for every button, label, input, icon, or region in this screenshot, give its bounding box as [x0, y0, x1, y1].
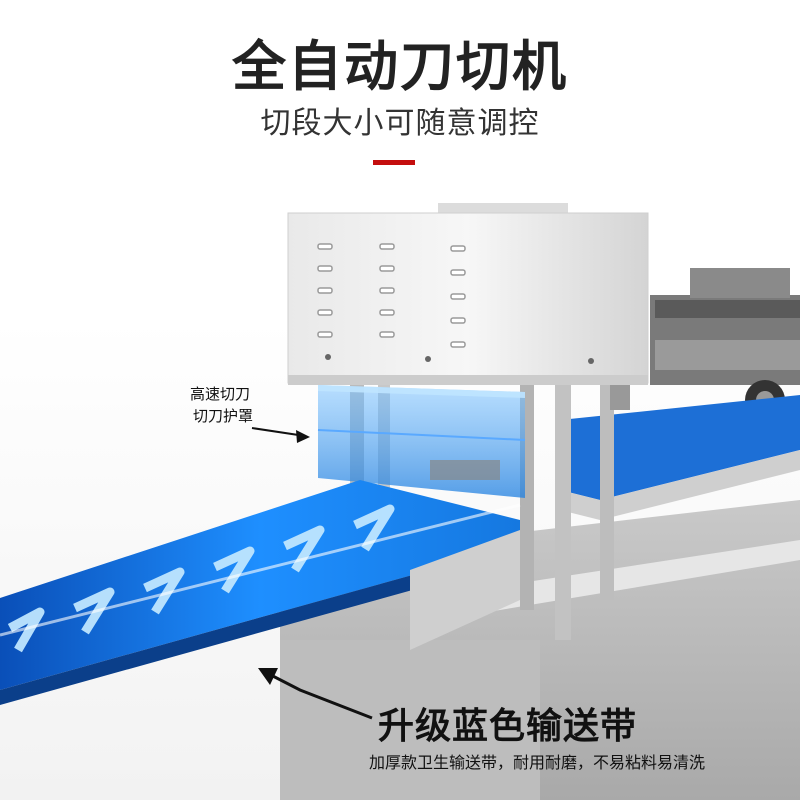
title-accent-bar [373, 160, 415, 165]
belt-pointer-arrow [258, 668, 373, 720]
feature-description: 加厚款卫生输送带，耐用耐磨，不易粘料易清洗 [369, 753, 706, 772]
knife-guard [317, 385, 526, 498]
guard-pointer-arrow [251, 427, 310, 443]
knife-guard-label: 切刀护罩 [193, 407, 254, 425]
blue-conveyor-belt [0, 480, 521, 705]
page-title: 全自动刀切机 [232, 35, 568, 98]
feed-roller-unit [650, 268, 800, 420]
rear-conveyor [560, 395, 800, 520]
knife-label: 高速切刀 [190, 385, 251, 403]
feature-heading: 升级蓝色输送带 [378, 706, 638, 747]
page-subtitle: 切段大小可随意调控 [260, 106, 540, 141]
cutter-housing [287, 203, 649, 385]
